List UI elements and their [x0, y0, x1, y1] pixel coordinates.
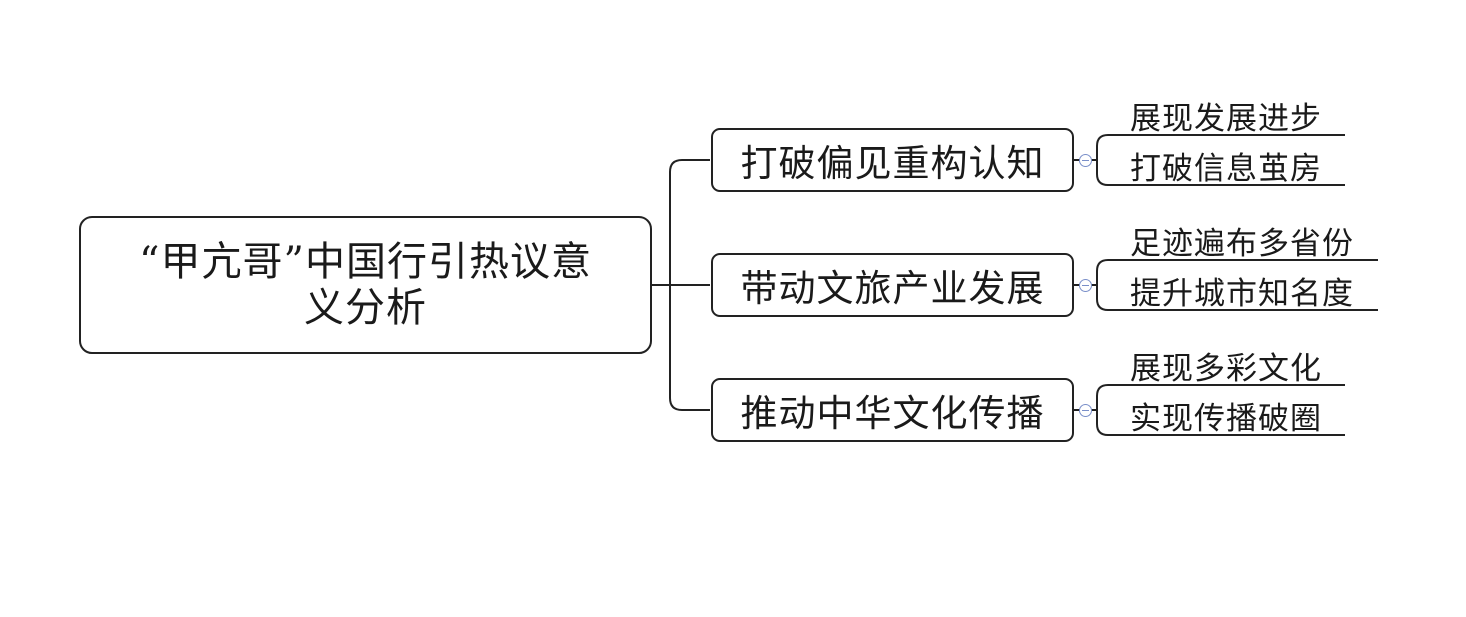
collapse-toggle-icon[interactable]: [1079, 279, 1092, 292]
branch-spine: [669, 159, 710, 411]
leaf-node[interactable]: 展现多彩文化: [1130, 351, 1322, 387]
root-node[interactable]: “甲亢哥”中国行引热议意义分析: [79, 216, 652, 354]
branch-label: 带动文旅产业发展: [740, 267, 1045, 310]
leaf-node[interactable]: 打破信息茧房: [1130, 151, 1322, 187]
branch-label: 推动中华文化传播: [740, 392, 1045, 435]
branch-node-3[interactable]: 推动中华文化传播: [711, 378, 1074, 442]
branch-node-1[interactable]: 打破偏见重构认知: [711, 128, 1074, 192]
branch-label: 打破偏见重构认知: [740, 142, 1045, 185]
leaf-node[interactable]: 展现发展进步: [1130, 101, 1322, 137]
collapse-toggle-icon[interactable]: [1079, 154, 1092, 167]
leaf-node[interactable]: 足迹遍布多省份: [1130, 226, 1354, 262]
collapse-toggle-icon[interactable]: [1079, 404, 1092, 417]
leaf-node[interactable]: 提升城市知名度: [1130, 276, 1354, 312]
branch-node-2[interactable]: 带动文旅产业发展: [711, 253, 1074, 317]
leaf-node[interactable]: 实现传播破圈: [1130, 401, 1322, 437]
root-label: “甲亢哥”中国行引热议意义分析: [139, 239, 592, 331]
